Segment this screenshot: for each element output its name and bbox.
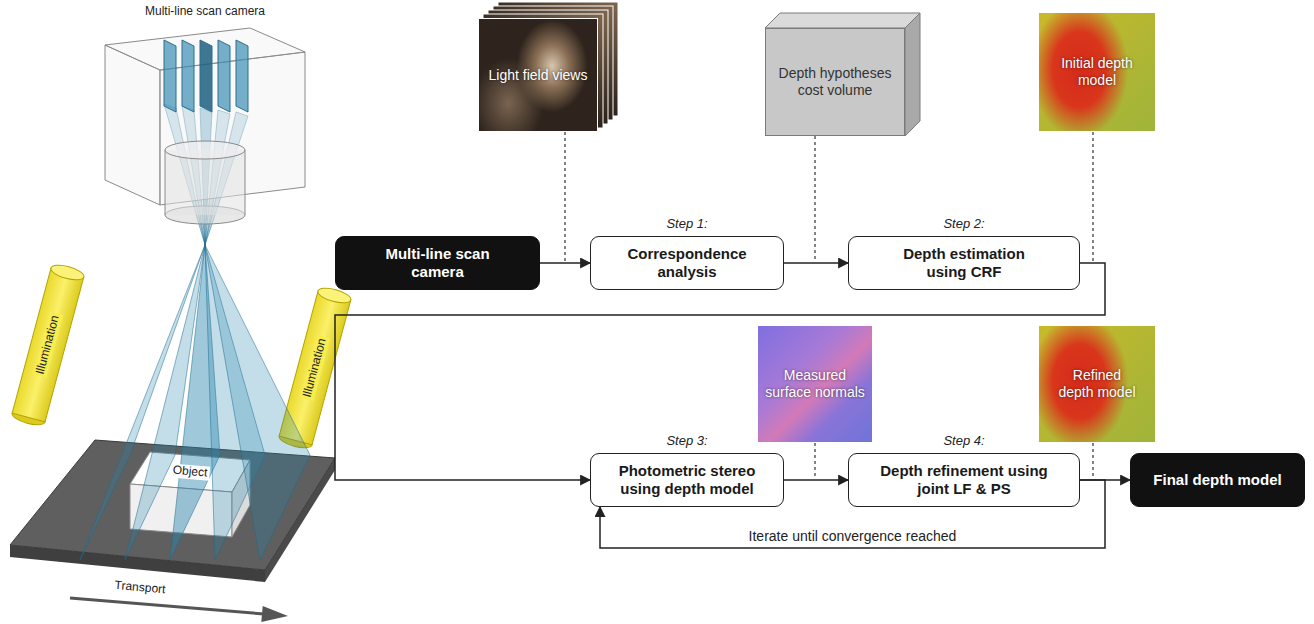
box-label: Measured surface normals bbox=[765, 367, 865, 401]
sensor-lines bbox=[200, 40, 212, 112]
normal-map-image: Measured surface normals bbox=[757, 325, 873, 443]
leader-line bbox=[1092, 132, 1093, 262]
process-box: Step 4:Depth refinement using joint LF &… bbox=[848, 453, 1080, 507]
camera-lens bbox=[165, 150, 166, 215]
terminal-box: Multi-line scan camera bbox=[335, 236, 540, 290]
camera-housing bbox=[105, 45, 160, 205]
part-label: Illumination bbox=[300, 335, 330, 401]
flow-arrow bbox=[784, 262, 848, 264]
box-label: Correspondence analysis bbox=[612, 245, 762, 281]
part-label: Object bbox=[170, 463, 210, 480]
cost-volume-cube: Depth hypotheses cost volume bbox=[765, 28, 905, 136]
leader-line bbox=[1092, 443, 1093, 479]
leader-line bbox=[814, 443, 815, 479]
depth-map-image: Initial depth model bbox=[1038, 12, 1156, 132]
part-label: Transport bbox=[112, 579, 168, 598]
transport-arrow bbox=[70, 598, 264, 614]
step-label: Step 1: bbox=[571, 216, 803, 231]
illumination-left bbox=[11, 262, 86, 427]
process-box: Step 2:Depth estimation using CRF bbox=[848, 236, 1080, 290]
cube-faces bbox=[765, 13, 920, 136]
transport-arrow bbox=[70, 598, 288, 622]
cube-faces bbox=[905, 13, 920, 136]
light-planes bbox=[205, 245, 310, 560]
step-label: Step 3: bbox=[571, 433, 803, 448]
box-label: Refined depth model bbox=[1055, 367, 1139, 401]
part-label: Illumination bbox=[33, 312, 63, 378]
transport-arrow bbox=[261, 606, 288, 622]
leader-line bbox=[814, 136, 815, 262]
camera-lens bbox=[165, 141, 245, 159]
cube-faces bbox=[765, 13, 920, 28]
box-label: Initial depth model bbox=[1055, 55, 1139, 89]
box-label: Photometric stereo using depth model bbox=[605, 462, 770, 498]
camera-lens bbox=[245, 150, 246, 215]
box-label: Depth hypotheses cost volume bbox=[776, 65, 894, 99]
box-label: Depth refinement using joint LF & PS bbox=[877, 462, 1052, 498]
terminal-box: Final depth model bbox=[1130, 453, 1305, 507]
flow-arrow bbox=[540, 262, 590, 264]
sensor-lines bbox=[164, 40, 248, 112]
part-label: Multi-line scan camera bbox=[143, 5, 267, 19]
sensor-lines bbox=[236, 40, 248, 112]
depth-map-image: Refined depth model bbox=[1038, 325, 1156, 443]
sensor-lines bbox=[182, 40, 194, 112]
edge-label: Iterate until convergence reached bbox=[746, 528, 960, 545]
step-label: Step 2: bbox=[829, 216, 1099, 231]
box-label: Multi-line scan camera bbox=[368, 245, 508, 281]
sensor-lines bbox=[164, 40, 176, 112]
flow-arrow bbox=[335, 263, 1105, 480]
process-box: Step 3:Photometric stereo using depth mo… bbox=[590, 453, 784, 507]
flow-arrow bbox=[784, 479, 848, 481]
illumination-left bbox=[49, 262, 85, 282]
process-box: Step 1:Correspondence analysis bbox=[590, 236, 784, 290]
box-label: Light field views bbox=[489, 67, 588, 84]
illumination-left bbox=[12, 268, 84, 422]
box-label: Depth estimation using CRF bbox=[889, 245, 1039, 281]
sensor-lines bbox=[218, 40, 230, 112]
step-label: Step 4: bbox=[829, 433, 1099, 448]
image-stack: Light field views bbox=[478, 18, 598, 132]
camera-lens bbox=[165, 141, 245, 224]
leader-line bbox=[564, 132, 565, 262]
leader-line bbox=[565, 132, 1093, 479]
box-label: Final depth model bbox=[1153, 471, 1281, 489]
camera-lens bbox=[165, 150, 245, 215]
